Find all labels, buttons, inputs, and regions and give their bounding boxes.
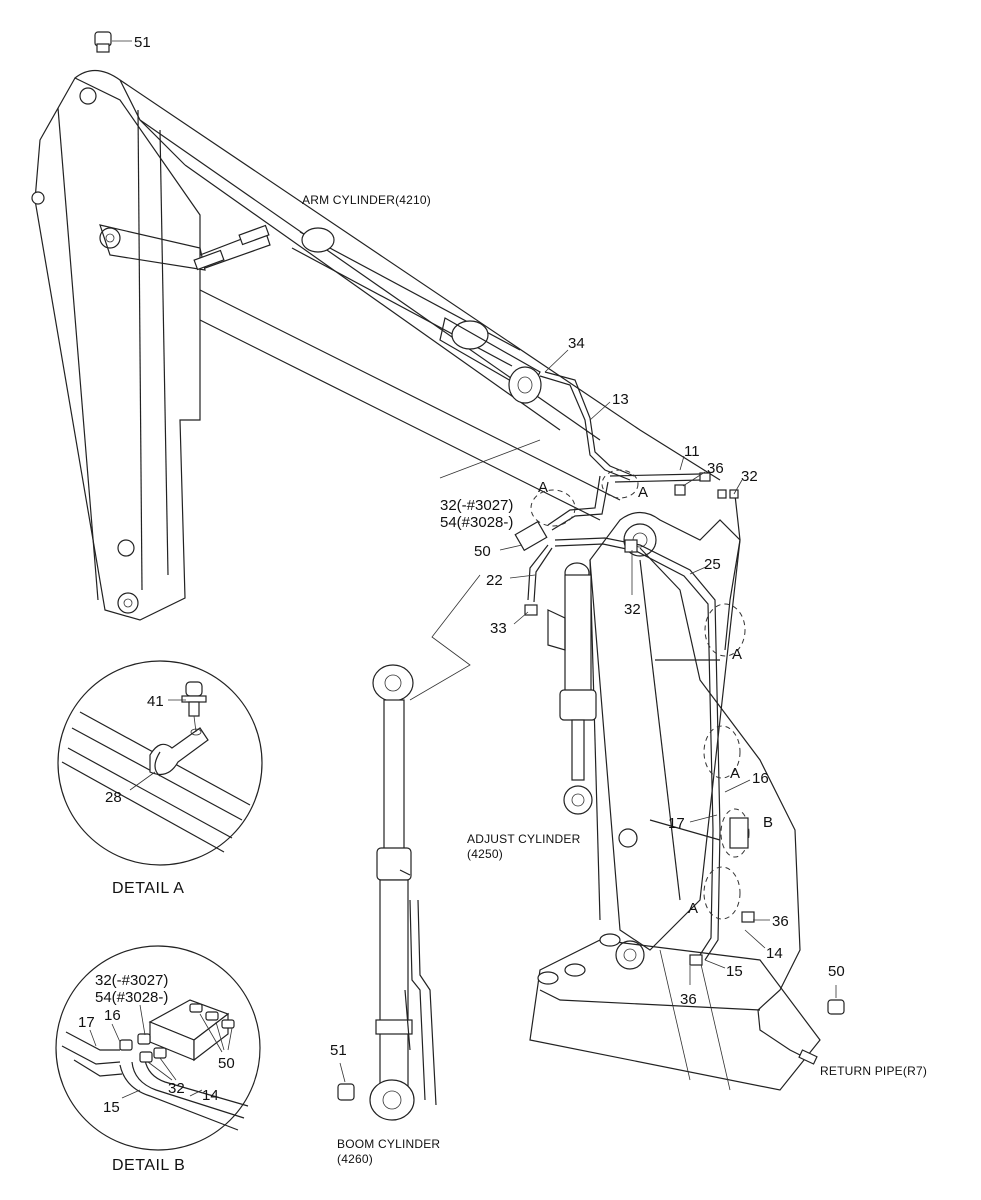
detail-b-serial-54: 54(#3028-): [95, 989, 168, 1006]
callout-51-bottom: 51: [330, 1042, 347, 1059]
callout-50-left: 50: [474, 543, 491, 560]
detail-markers: [530, 469, 750, 920]
boom-cylinder-number: (4260): [337, 1152, 373, 1166]
callout-36-right: 36: [772, 913, 789, 930]
detail-b-serial-32: 32(-#3027): [95, 972, 168, 989]
callouts: 51 34 13 11 36 32 50 22 25 32 33 16 17 3…: [112, 34, 845, 1083]
callout-36-bottom: 36: [680, 991, 697, 1008]
detail-a-title: DETAIL A: [112, 880, 184, 897]
callout-17: 17: [668, 815, 685, 832]
adjust-cylinder-number: (4250): [467, 847, 503, 861]
marker-a1: A: [538, 479, 548, 496]
callout-50-right: 50: [828, 963, 845, 980]
callout-34: 34: [568, 335, 585, 352]
callout-11: 11: [684, 443, 700, 460]
callout-36-top: 36: [707, 460, 724, 477]
callout-22: 22: [486, 572, 503, 589]
marker-a4: A: [730, 765, 740, 782]
marker-b1: B: [763, 814, 773, 831]
arm-cylinder-label: ARM CYLINDER(4210): [302, 193, 431, 207]
boom-cylinder: [369, 664, 437, 1121]
callout-13: 13: [612, 391, 629, 408]
detail-a-callout-41: 41: [147, 693, 164, 710]
detail-b-callout-15: 15: [103, 1099, 120, 1116]
callout-32-mid: 32: [624, 601, 641, 618]
adjust-cylinder-label: ADJUST CYLINDER: [467, 832, 581, 846]
section-letters: A A A A B A: [538, 479, 773, 917]
serial-54-label: 54(#3028-): [440, 514, 513, 531]
callout-51-top: 51: [134, 34, 151, 51]
detail-a-callout-28: 28: [105, 789, 122, 806]
marker-a2: A: [638, 484, 648, 501]
callout-32-top: 32: [741, 468, 758, 485]
callout-15: 15: [726, 963, 743, 980]
boom-structure: [31, 69, 721, 621]
serial-32-label: 32(-#3027): [440, 497, 513, 514]
callout-16: 16: [752, 770, 769, 787]
reference-leader: [409, 574, 481, 701]
fittings: [94, 31, 845, 1101]
return-pipe-label: RETURN PIPE(R7): [820, 1064, 927, 1078]
boom-cylinder-label: BOOM CYLINDER: [337, 1137, 440, 1151]
detail-b-callout-32: 32: [168, 1080, 185, 1097]
detail-b-callout-50: 50: [218, 1055, 235, 1072]
callout-25: 25: [704, 556, 721, 573]
hydraulic-pipes: [527, 371, 818, 1065]
marker-a3: A: [732, 646, 742, 663]
detail-a-view: 41 28 DETAIL A: [57, 660, 263, 897]
detail-b-title: DETAIL B: [112, 1157, 185, 1174]
adjust-cylinder: [547, 562, 597, 815]
detail-b-view: 32(-#3027) 54(#3028-) 17 16 50 32 15 14 …: [55, 945, 261, 1174]
detail-b-callout-14: 14: [202, 1087, 219, 1104]
marker-a5: A: [688, 900, 698, 917]
callout-14: 14: [766, 945, 783, 962]
detail-b-callout-17: 17: [78, 1014, 95, 1031]
callout-33: 33: [490, 620, 507, 637]
detail-b-callout-16: 16: [104, 1007, 121, 1024]
